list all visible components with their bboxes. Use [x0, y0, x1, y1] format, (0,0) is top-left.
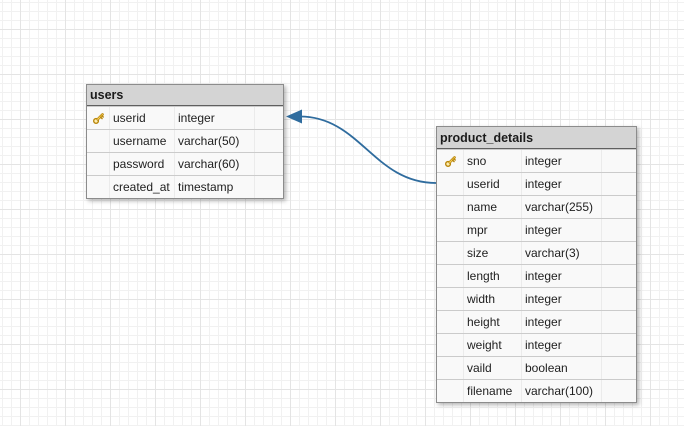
column-type: varchar(100) — [521, 380, 601, 402]
column-extra — [601, 219, 636, 241]
column-type: varchar(60) — [174, 153, 254, 175]
table-row[interactable]: filename varchar(100) — [437, 379, 636, 402]
column-type: integer — [521, 265, 601, 287]
column-type: integer — [521, 219, 601, 241]
column-extra — [254, 153, 283, 175]
table-users[interactable]: users userid integer username varchar(5 — [86, 84, 284, 199]
column-name: created_at — [109, 176, 174, 198]
column-icon-placeholder — [437, 334, 463, 356]
column-extra — [254, 176, 283, 198]
column-type: integer — [521, 311, 601, 333]
table-row[interactable]: userid integer — [437, 172, 636, 195]
column-icon-placeholder — [87, 130, 109, 152]
table-row[interactable]: length integer — [437, 264, 636, 287]
column-extra — [601, 380, 636, 402]
table-row[interactable]: name varchar(255) — [437, 195, 636, 218]
column-icon-placeholder — [437, 357, 463, 379]
column-name: password — [109, 153, 174, 175]
table-row[interactable]: vaild boolean — [437, 356, 636, 379]
column-name: size — [463, 242, 521, 264]
column-name: filename — [463, 380, 521, 402]
column-icon-placeholder — [437, 242, 463, 264]
column-icon-placeholder — [437, 219, 463, 241]
table-product-details-header[interactable]: product_details — [437, 127, 636, 149]
column-name: length — [463, 265, 521, 287]
column-extra — [601, 242, 636, 264]
table-row[interactable]: size varchar(3) — [437, 241, 636, 264]
column-icon-placeholder — [437, 288, 463, 310]
column-name: vaild — [463, 357, 521, 379]
relation-arrowhead-icon — [286, 109, 302, 124]
table-row[interactable]: created_at timestamp — [87, 175, 283, 198]
column-extra — [601, 357, 636, 379]
column-extra — [601, 150, 636, 172]
column-name: userid — [463, 173, 521, 195]
table-product-details[interactable]: product_details sno integer userid inte — [436, 126, 637, 403]
column-name: height — [463, 311, 521, 333]
table-row[interactable]: userid integer — [87, 106, 283, 129]
column-extra — [254, 107, 283, 129]
column-extra — [601, 196, 636, 218]
table-row[interactable]: weight integer — [437, 333, 636, 356]
table-users-header[interactable]: users — [87, 85, 283, 106]
table-row[interactable]: password varchar(60) — [87, 152, 283, 175]
column-type: integer — [521, 173, 601, 195]
table-row[interactable]: username varchar(50) — [87, 129, 283, 152]
column-name: userid — [109, 107, 174, 129]
column-extra — [601, 334, 636, 356]
column-icon-placeholder — [437, 265, 463, 287]
table-row[interactable]: height integer — [437, 310, 636, 333]
column-type: boolean — [521, 357, 601, 379]
column-name: username — [109, 130, 174, 152]
column-type: integer — [521, 334, 601, 356]
table-row[interactable]: sno integer — [437, 149, 636, 172]
column-extra — [601, 265, 636, 287]
relation-curve[interactable] — [299, 115, 437, 184]
column-type: varchar(50) — [174, 130, 254, 152]
table-row[interactable]: mpr integer — [437, 218, 636, 241]
column-extra — [601, 288, 636, 310]
column-icon-placeholder — [437, 380, 463, 402]
column-name: weight — [463, 334, 521, 356]
column-icon-placeholder — [87, 153, 109, 175]
column-name: width — [463, 288, 521, 310]
column-extra — [601, 173, 636, 195]
column-type: varchar(255) — [521, 196, 601, 218]
column-type: integer — [521, 288, 601, 310]
column-name: mpr — [463, 219, 521, 241]
column-type: integer — [521, 150, 601, 172]
column-extra — [601, 311, 636, 333]
column-type: varchar(3) — [521, 242, 601, 264]
column-icon-placeholder — [87, 176, 109, 198]
column-name: name — [463, 196, 521, 218]
primary-key-icon — [437, 150, 463, 172]
column-icon-placeholder — [437, 196, 463, 218]
column-type: timestamp — [174, 176, 254, 198]
column-icon-placeholder — [437, 311, 463, 333]
primary-key-icon — [87, 107, 109, 129]
column-icon-placeholder — [437, 173, 463, 195]
column-extra — [254, 130, 283, 152]
column-type: integer — [174, 107, 254, 129]
column-name: sno — [463, 150, 521, 172]
table-row[interactable]: width integer — [437, 287, 636, 310]
